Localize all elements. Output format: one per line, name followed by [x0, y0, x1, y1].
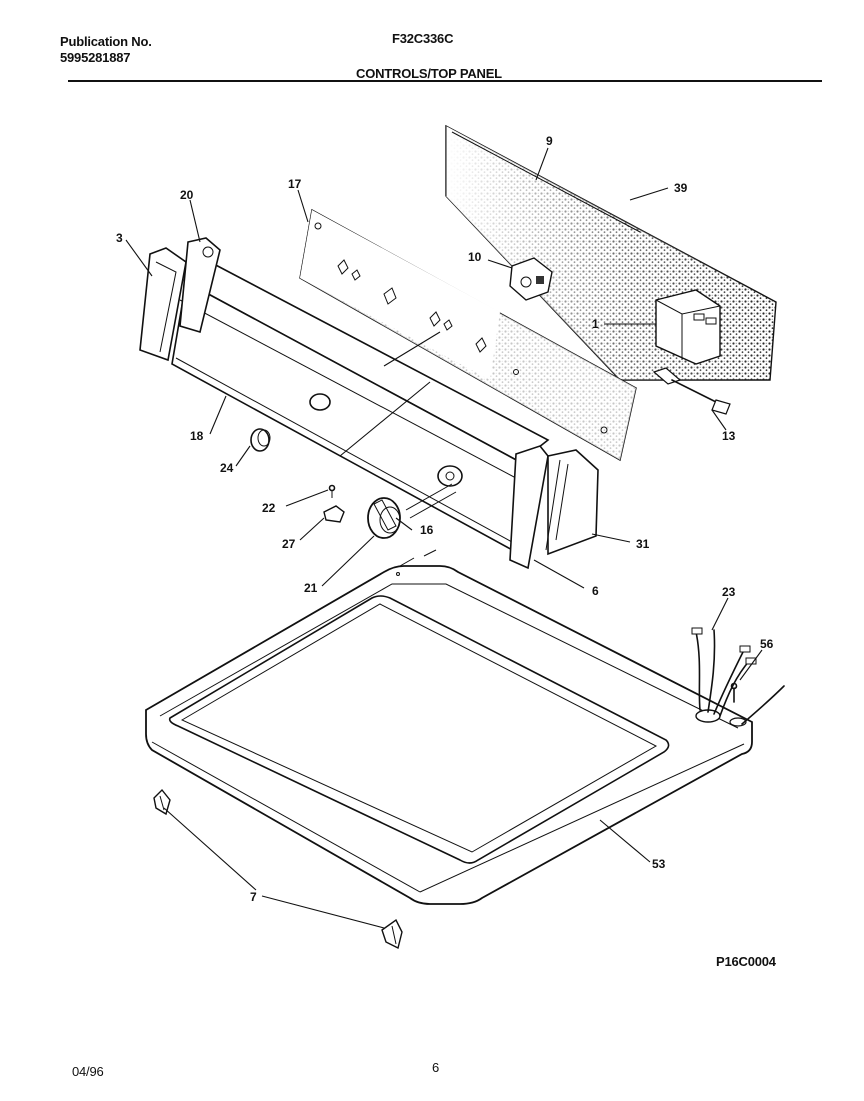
publication-label: Publication No. [60, 34, 152, 49]
screw-part [328, 484, 336, 498]
right-end-cap [509, 445, 549, 570]
callout-16: 16 [420, 523, 434, 537]
callout-labels: 9 39 17 20 3 10 1 13 18 24 22 16 31 27 2… [116, 134, 774, 904]
callout-24: 24 [220, 461, 234, 475]
publication-number: 5995281887 [60, 50, 131, 65]
diagram-code: P16C0004 [716, 954, 776, 969]
right-bracket [545, 449, 599, 556]
top-clip-right [381, 918, 403, 950]
callout-6: 6 [592, 584, 599, 598]
callout-22: 22 [262, 501, 276, 515]
callout-3: 3 [116, 231, 123, 245]
callout-21: 21 [304, 581, 318, 595]
harness-clip-part [652, 367, 731, 415]
callout-9: 9 [546, 134, 553, 148]
top-panel [145, 549, 753, 905]
knob-shaft [405, 483, 453, 511]
revision-date: 04/96 [72, 1064, 104, 1079]
knob-part [367, 497, 401, 539]
model-number: F32C336C [392, 31, 454, 46]
callout-27: 27 [282, 537, 296, 551]
callout-10: 10 [468, 250, 482, 264]
callout-13: 13 [722, 429, 736, 443]
callout-1: 1 [592, 317, 599, 331]
callout-17: 17 [288, 177, 302, 191]
callout-56: 56 [760, 637, 774, 651]
callout-53: 53 [652, 857, 666, 871]
section-title: CONTROLS/TOP PANEL [356, 66, 502, 81]
wire-harness [691, 627, 785, 727]
backplate-cutouts [314, 222, 608, 434]
leader-lines [125, 147, 763, 929]
page-number: 6 [432, 1060, 440, 1075]
left-bracket [179, 237, 221, 334]
ground-screw [730, 682, 738, 703]
callout-23: 23 [722, 585, 736, 599]
callout-31: 31 [636, 537, 650, 551]
top-clip-left [153, 788, 171, 816]
switch-part [509, 257, 553, 301]
clip-part [323, 505, 345, 523]
callout-39: 39 [674, 181, 688, 195]
callout-18: 18 [190, 429, 204, 443]
callout-7: 7 [250, 890, 257, 904]
control-backplate [299, 208, 637, 462]
push-button-part [250, 428, 271, 452]
header-rule [68, 80, 822, 82]
timer-part [655, 289, 721, 365]
callout-20: 20 [180, 188, 194, 202]
